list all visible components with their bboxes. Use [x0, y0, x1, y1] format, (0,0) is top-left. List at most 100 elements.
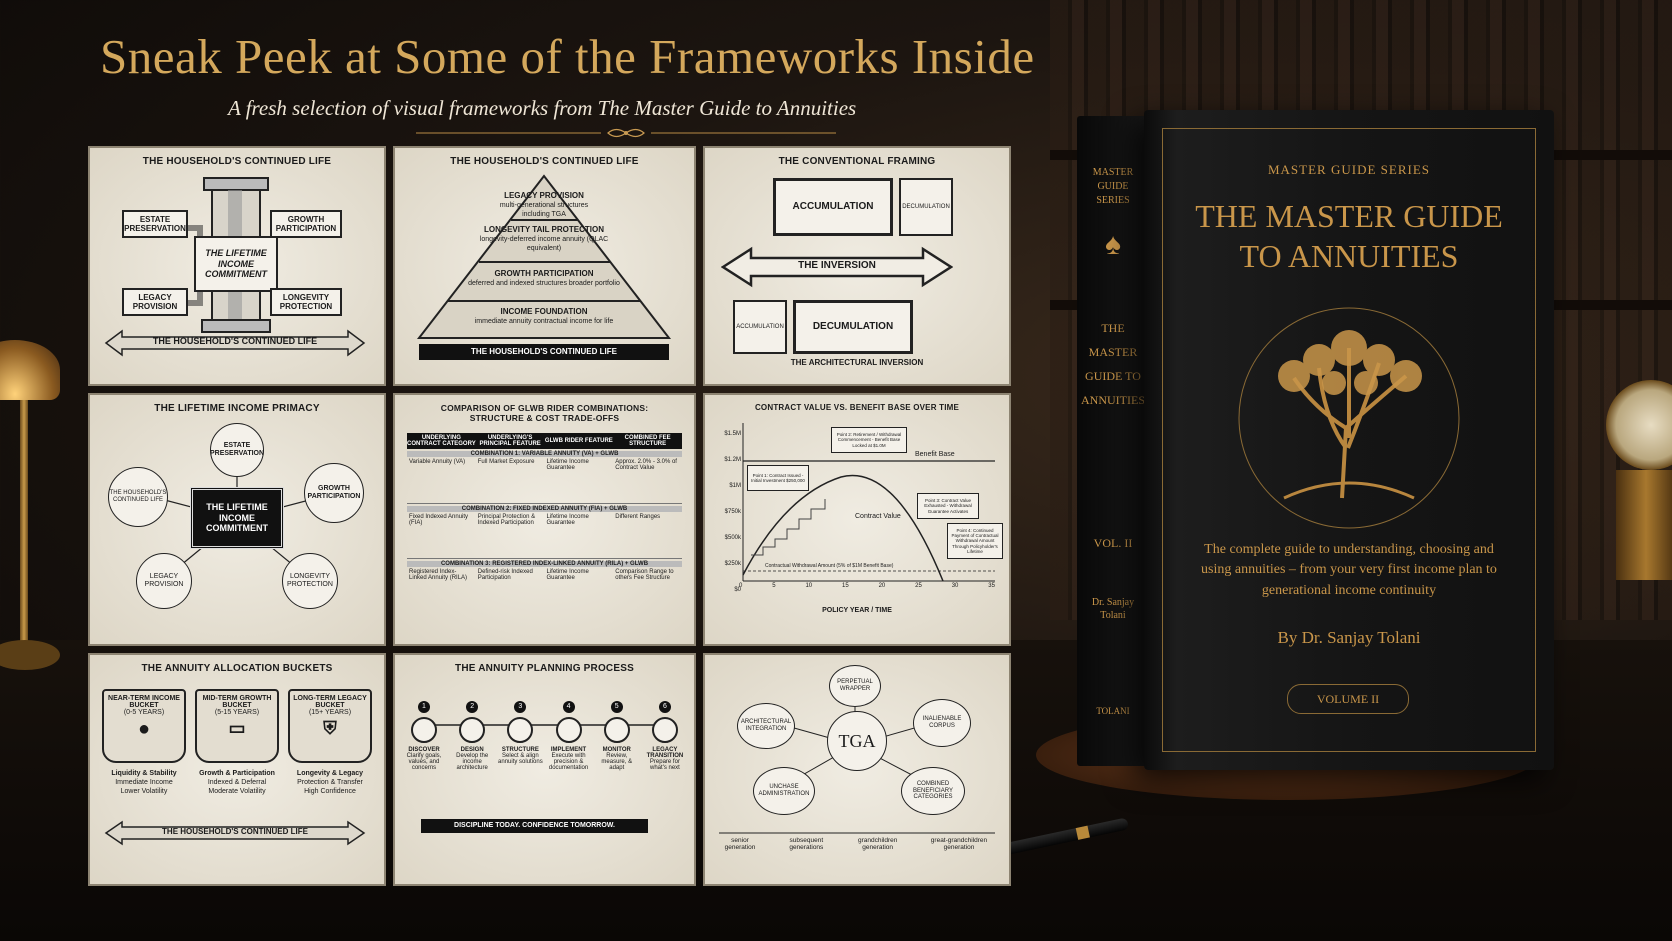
panel-title: THE ANNUITY PLANNING PROCESS: [455, 663, 634, 674]
bucket-years: (15+ YEARS): [308, 709, 352, 716]
trait: Growth & Participation: [199, 770, 275, 777]
step-number: 3: [514, 701, 527, 713]
withdrawal-label: Contractual Withdrawal Amount (5% of $1M…: [765, 563, 894, 569]
cell: Registered Index-Linked Annuity (RILA): [409, 569, 468, 581]
y-tick: $1M: [729, 483, 741, 489]
framework-panel-3: THE CONVENTIONAL FRAMING ACCUMULATION DE…: [703, 146, 1011, 386]
combo-header: COMBINATION 3: REGISTERED INDEX-LINKED A…: [407, 561, 682, 567]
spine-author: Dr. Sanjay Tolani: [1091, 597, 1135, 621]
bucket-traits: Growth & Participation Indexed & Deferra…: [195, 769, 279, 796]
col-header: COMBINED FEE STRUCTURE: [624, 435, 671, 447]
col-header: GLWB RIDER FEATURE: [544, 438, 613, 444]
bucket-container: MID-TERM GROWTH BUCKET (5-15 YEARS) ▭: [195, 689, 279, 763]
node-longevity-protection: LONGEVITY PROTECTION: [270, 288, 342, 316]
bucket-years: (0-5 YEARS): [123, 709, 165, 716]
structure-icon: [507, 717, 534, 743]
trait: High Confidence: [304, 788, 356, 796]
step-desc: Clarify goals, values, and concerns: [406, 753, 442, 771]
x-tick: 15: [842, 583, 849, 589]
process-footer: DISCIPLINE TODAY. CONFIDENCE TOMORROW.: [421, 819, 648, 833]
node-estate-preservation: ESTATE PRESERVATION: [210, 423, 264, 477]
panel-title: THE HOUSEHOLD'S CONTINUED LIFE: [142, 156, 332, 167]
double-arrow-icon: [721, 246, 953, 288]
cell: Variable Annuity (VA): [409, 459, 466, 465]
cover-border: [1162, 128, 1536, 752]
y-tick: $0: [734, 587, 741, 593]
bucket-years: (5-15 YEARS): [214, 709, 260, 716]
step-number: 4: [562, 701, 575, 713]
node-perpetual-wrapper: PERPETUAL WRAPPER: [829, 665, 881, 707]
step-title: IMPLEMENT: [550, 747, 587, 753]
table-header: UNDERLYING CONTRACT CATEGORY UNDERLYING'…: [407, 433, 682, 449]
framework-panel-2: THE HOUSEHOLD'S CONTINUED LIFE LEGACY PR…: [393, 146, 696, 386]
cover-series: MASTER GUIDE SERIES: [1267, 162, 1430, 177]
ornament-divider: [416, 128, 836, 138]
cell: Different Ranges: [615, 514, 661, 520]
cell: Approx. 2.0% - 3.0% of Contract Value: [615, 459, 677, 471]
combo-header: COMBINATION 1: VARIABLE ANNUITY (VA) + G…: [407, 451, 682, 457]
annotation-point-4: Point 4: Continued Payment of Contractua…: [947, 523, 1003, 559]
step-title: MONITOR: [602, 747, 631, 753]
benefit-base-label: Benefit Base: [915, 451, 955, 458]
bucket-long-term: LONG-TERM LEGACY BUCKET (15+ YEARS) ⛨ Lo…: [288, 689, 372, 796]
tree-icon: [1238, 307, 1460, 529]
combo-header: COMBINATION 2: FIXED INDEXED ANNUITY (FI…: [407, 506, 682, 512]
cover-blurb: The complete guide to understanding, cho…: [1201, 542, 1497, 598]
cell: Full Market Exposure: [477, 459, 535, 465]
step-number: 2: [466, 701, 479, 713]
table-row: Registered Index-Linked Annuity (RILA) D…: [407, 567, 682, 613]
spine-publisher: TOLANI: [1096, 706, 1130, 716]
cell: Lifetime Income Guarantee: [546, 569, 589, 581]
cell: Comparison Range to others Fee Structure: [615, 569, 674, 581]
table-row: Fixed Indexed Annuity (FIA) Principal Pr…: [407, 512, 682, 559]
cover-title-line-1: THE MASTER GUIDE: [1195, 198, 1503, 234]
decumulation-large: DECUMULATION: [793, 300, 913, 354]
double-arrow-icon: [104, 329, 366, 357]
step-title: STRUCTURE: [501, 747, 539, 753]
trait: Indexed & Deferral: [207, 779, 267, 787]
node-administration: UNCHASE ADMINISTRATION: [753, 767, 815, 815]
bucket-heading: LONG-TERM LEGACY BUCKET: [293, 695, 367, 709]
bucket-container: LONG-TERM LEGACY BUCKET (15+ YEARS) ⛨: [288, 689, 372, 763]
arrow-label: THE HOUSEHOLD'S CONTINUED LIFE: [152, 336, 318, 346]
y-tick: $750k: [724, 509, 741, 515]
panel-title: COMPARISON OF GLWB RIDER COMBINATIONS: S…: [440, 403, 649, 423]
tier-heading: LONGEVITY TAIL PROTECTION: [483, 225, 604, 234]
panel-title: THE LIFETIME INCOME PRIMACY: [154, 403, 320, 414]
node-inalienable-corpus: INALIENABLE CORPUS: [913, 699, 971, 747]
framework-panel-7: THE ANNUITY ALLOCATION BUCKETS NEAR-TERM…: [88, 653, 386, 886]
generation-axis: senior generation subsequent generations…: [715, 837, 999, 851]
annotation-point-1: Point 1: Contract Issued - Initial Inves…: [747, 465, 809, 491]
bucket-row: NEAR-TERM INCOME BUCKET (0-5 YEARS) ● Li…: [102, 689, 372, 796]
decumulation-small: DECUMULATION: [899, 178, 953, 236]
node-architectural-integration: ARCHITECTURAL INTEGRATION: [737, 703, 795, 749]
x-tick: 20: [878, 583, 886, 589]
cell: Lifetime Income Guarantee: [546, 514, 589, 526]
col-header: UNDERLYING CONTRACT CATEGORY: [407, 435, 476, 447]
generation-label: subsequent generations: [789, 837, 824, 851]
trait: Immediate Income: [115, 779, 173, 787]
trait: Liquidity & Stability: [111, 770, 177, 777]
volume-badge: VOLUME II: [1287, 684, 1409, 714]
y-tick: $1.5M: [724, 431, 741, 437]
book-spine: MASTER GUIDE SERIES ♠ THE MASTER GUIDE T…: [1077, 116, 1149, 766]
step-title: LEGACY TRANSITION: [646, 747, 684, 759]
tier-heading: GROWTH PARTICIPATION: [494, 269, 594, 278]
step-desc: Develop the income architecture: [456, 753, 489, 771]
frameworks-grid: THE HOUSEHOLD'S CONTINUED LIFE ESTATE PR…: [88, 146, 1028, 886]
shield-icon: ⛨: [323, 718, 337, 738]
cell: Fixed Indexed Annuity (FIA): [409, 514, 469, 526]
bucket-container: NEAR-TERM INCOME BUCKET (0-5 YEARS) ●: [102, 689, 186, 763]
tier-desc: deferred and indexed structures broader …: [468, 279, 620, 287]
bucket-heading: MID-TERM GROWTH BUCKET: [202, 695, 272, 709]
node-growth-participation: GROWTH PARTICIPATION: [270, 210, 342, 238]
tier-desc: longevity-deferred income annuity (QLAC …: [479, 235, 609, 252]
